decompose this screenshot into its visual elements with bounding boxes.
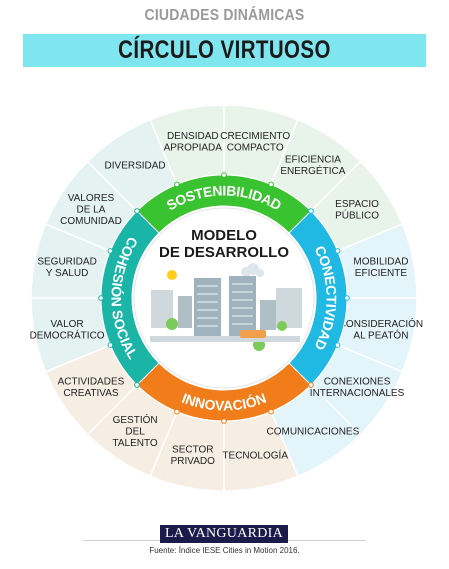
pillar-dot <box>134 208 140 214</box>
pillar-ring <box>98 172 350 424</box>
center-title-line2: DE DESARROLLO <box>159 244 289 261</box>
pillar-dot <box>344 295 350 301</box>
street <box>150 336 300 342</box>
buildings-icon <box>151 276 302 338</box>
pillar-dot <box>334 248 341 254</box>
pillar-dot <box>308 208 314 214</box>
cloud-icon <box>241 263 264 277</box>
center-disc <box>133 207 315 389</box>
pillar-dot <box>334 342 341 348</box>
pillar-dot <box>98 295 104 301</box>
source-note: Fuente: Índice IESE Cities in Motion 201… <box>149 546 300 555</box>
pillar-label-innovacion: INNOVACIÓN <box>180 390 269 414</box>
pillar-dot <box>308 382 314 388</box>
city-illustration <box>150 263 302 351</box>
pillar-dot <box>107 248 114 254</box>
title-bar: CÍRCULO VIRTUOSO <box>23 34 426 67</box>
outer-sector-ring <box>30 104 418 492</box>
supertitle: CIUDADES DINÁMICAS <box>144 4 305 24</box>
sector-label-comunicaciones: COMUNICACIONES <box>266 427 359 438</box>
trees-icon <box>166 318 287 351</box>
sector-label-diversidad: DIVERSIDAD <box>105 160 166 171</box>
center-title-line1: MODELO <box>191 227 257 244</box>
tram-icon <box>240 330 266 338</box>
pillar-dot <box>134 382 140 388</box>
pillar-dot <box>221 172 227 178</box>
page-title: CÍRCULO VIRTUOSO <box>118 36 331 64</box>
pillar-dot <box>221 418 227 424</box>
sector-label-tecnologia: TECNOLOGÍA <box>222 448 288 461</box>
sun-icon <box>167 270 177 280</box>
brand-logo: LA VANGUARDIA <box>160 525 288 543</box>
pillar-dot <box>268 181 274 188</box>
pillar-dot <box>174 181 180 188</box>
pillar-dot <box>268 408 274 415</box>
pillar-dot <box>107 342 114 348</box>
pillar-dot <box>174 408 180 415</box>
